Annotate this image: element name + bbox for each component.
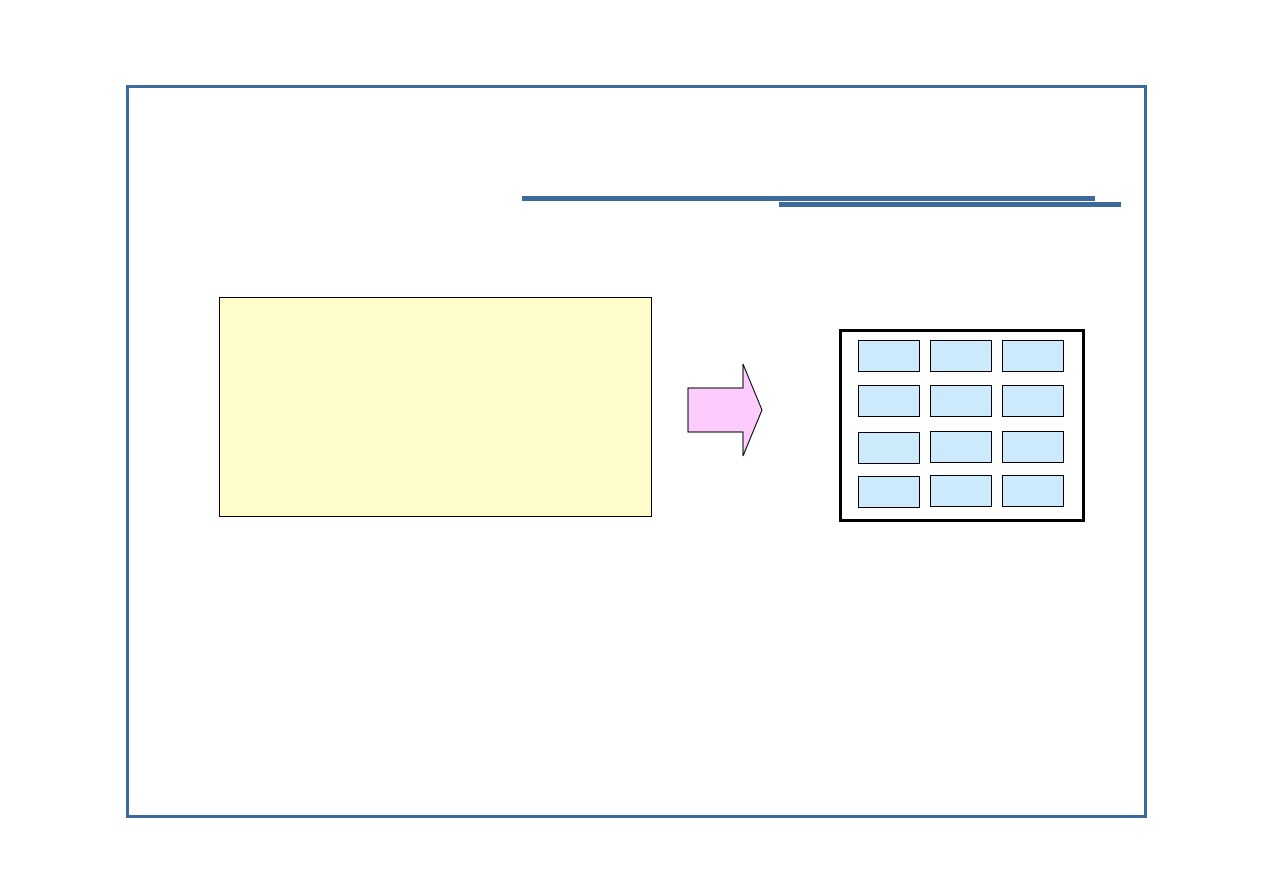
slide-frame xyxy=(126,85,1147,818)
grid-cell xyxy=(858,340,920,372)
right-arrow-icon xyxy=(687,363,763,457)
grid-cell xyxy=(930,431,992,463)
title-rule-upper xyxy=(522,196,1095,201)
grid-cell xyxy=(1002,431,1064,463)
grid-cell xyxy=(930,475,992,507)
grid-cell xyxy=(930,385,992,417)
grid-cell xyxy=(858,385,920,417)
grid-frame xyxy=(839,329,1085,522)
grid-cell xyxy=(930,340,992,372)
grid-cell xyxy=(1002,340,1064,372)
title-rule-lower xyxy=(779,202,1121,207)
grid-cell xyxy=(858,476,920,508)
grid-cell xyxy=(1002,385,1064,417)
grid-cell xyxy=(858,432,920,464)
grid-cell xyxy=(1002,475,1064,507)
arrow-shape xyxy=(687,363,763,457)
source-box xyxy=(219,297,652,517)
